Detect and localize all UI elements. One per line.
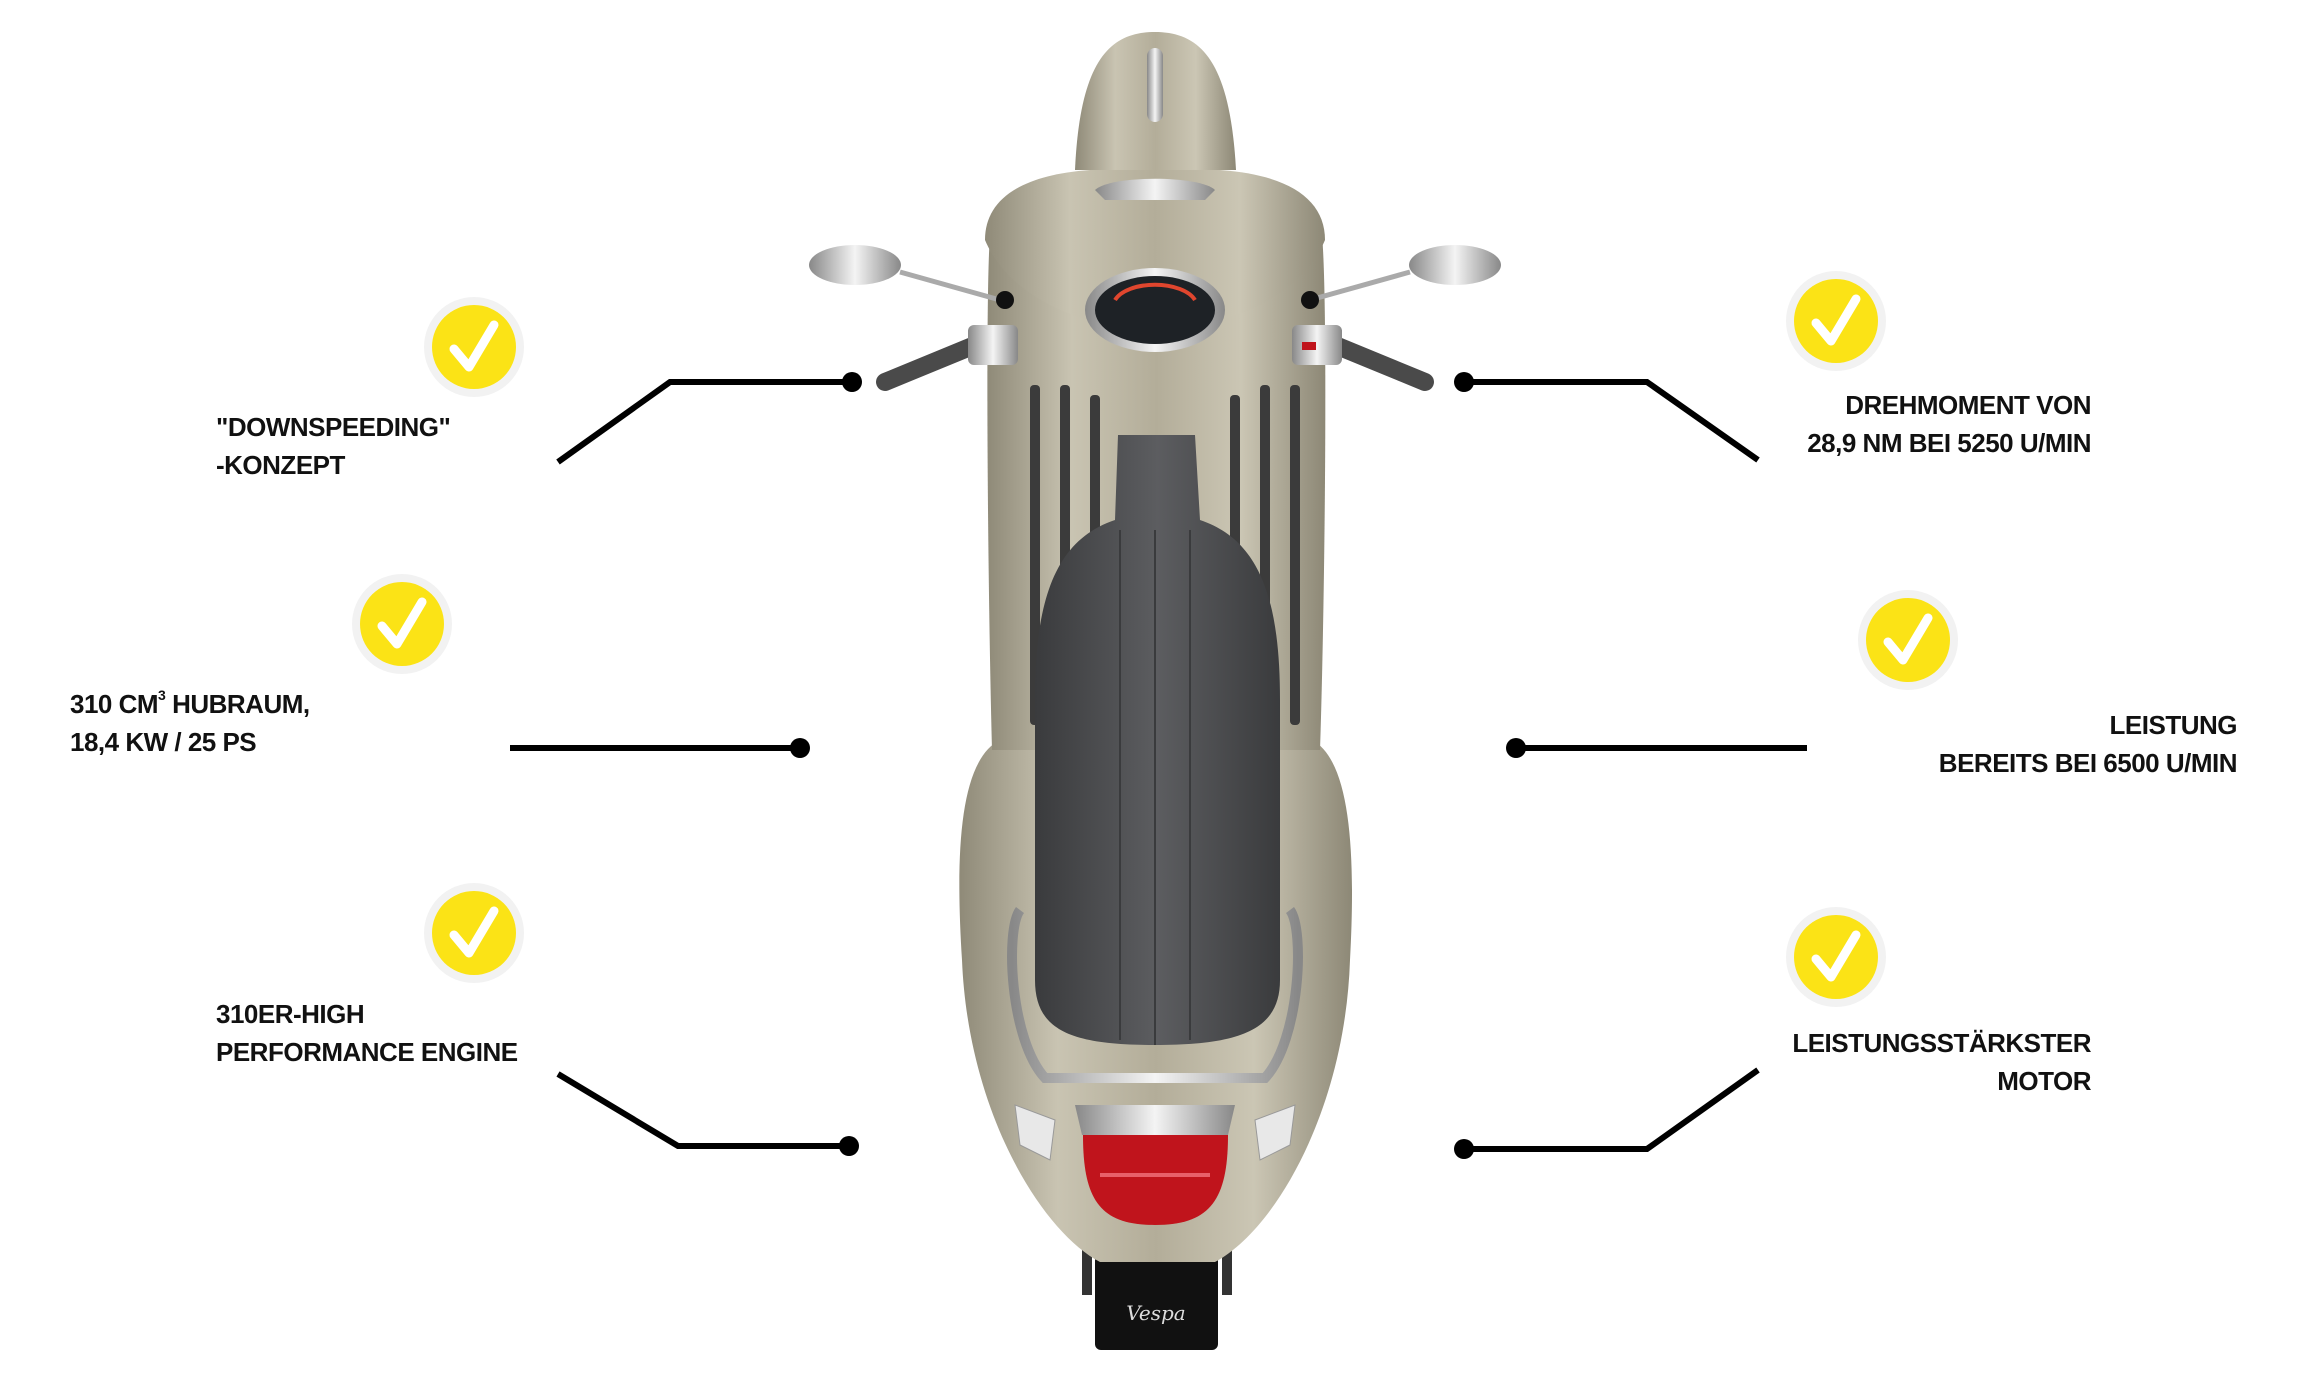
feature-line: -KONZEPT (216, 450, 345, 480)
check-icon (352, 574, 452, 674)
check-icon (1786, 907, 1886, 1007)
left-grip (876, 336, 984, 391)
taillight (1083, 1135, 1228, 1225)
connector-line-left-3 (556, 1071, 849, 1149)
feature-line-part: HUBRAUM, (165, 689, 310, 719)
feature-line: DREHMOMENT VON (1845, 390, 2091, 420)
license-plate (1095, 1255, 1218, 1350)
feature-torque: DREHMOMENT VON 28,9 NM BEI 5250 U/MIN (1807, 386, 2091, 462)
feature-line: MOTOR (1997, 1066, 2091, 1096)
seat (1035, 435, 1280, 1045)
connector-dot (839, 1136, 859, 1156)
connector-dot (842, 372, 862, 392)
connector-line-right-3 (1464, 1067, 1760, 1152)
handlebar-head (985, 170, 1325, 330)
check-icon (1786, 271, 1886, 371)
check-icon (424, 883, 524, 983)
feature-line: 310 CM3 HUBRAUM, (70, 685, 310, 723)
feature-line: "DOWNSPEEDING" (216, 412, 451, 442)
connector-dot (1506, 738, 1526, 758)
feature-line: BEREITS BEI 6500 U/MIN (1938, 748, 2238, 778)
feature-line: LEISTUNGSSTÄRKSTER (1792, 1028, 2091, 1058)
svg-text:Vespa: Vespa (1126, 1301, 1185, 1325)
check-icon (1858, 590, 1958, 690)
feature-line-part: 310 CM (70, 689, 159, 719)
check-icon (424, 297, 524, 397)
connector-dot (1454, 372, 1474, 392)
connector-dot (790, 738, 810, 758)
right-grip (1326, 336, 1434, 391)
feature-line: 18,4 KW / 25 PS (70, 727, 257, 757)
connector-line-left-1 (556, 379, 852, 465)
feature-engine: 310ER-HIGH PERFORMANCE ENGINE (216, 995, 518, 1071)
feature-strongest-motor: LEISTUNGSSTÄRKSTER MOTOR (1792, 1024, 2091, 1100)
feature-line: PERFORMANCE ENGINE (216, 1037, 518, 1067)
feature-power: LEISTUNG BEREITS BEI 6500 U/MIN (1938, 706, 2238, 782)
feature-downspeeding: "DOWNSPEEDING" -KONZEPT (216, 408, 451, 484)
connector-dot (1454, 1139, 1474, 1159)
left-mirror (809, 245, 901, 285)
superscript: 3 (158, 687, 166, 703)
right-mirror (1409, 245, 1501, 285)
connector-line-right-1 (1464, 379, 1760, 463)
feature-displacement: 310 CM3 HUBRAUM, 18,4 KW / 25 PS (70, 685, 310, 761)
feature-line: 310ER-HIGH (216, 999, 365, 1029)
feature-line: LEISTUNG (2109, 710, 2238, 740)
feature-line: 28,9 NM BEI 5250 U/MIN (1807, 428, 2091, 458)
